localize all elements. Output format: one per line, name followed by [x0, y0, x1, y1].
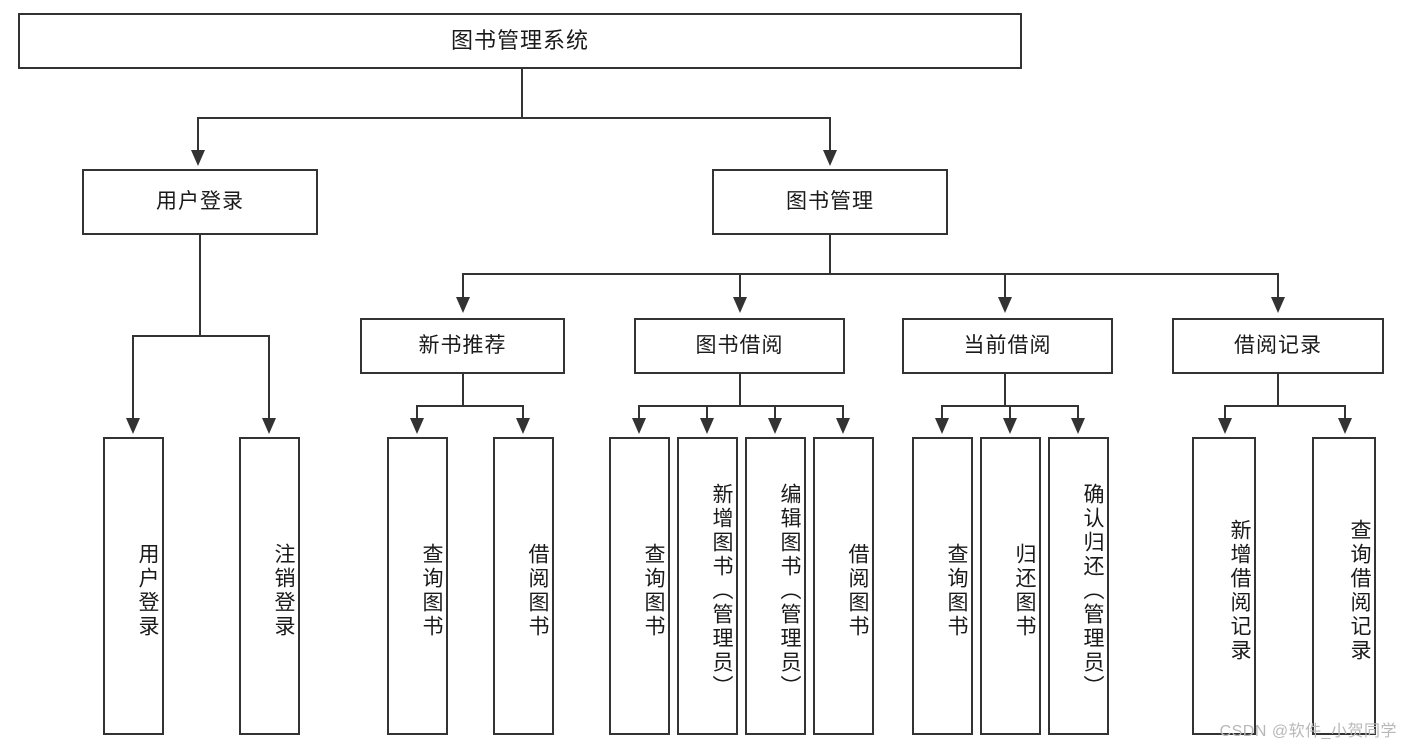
connector-borrow-record-bus: [1224, 405, 1346, 407]
arrow-current-borrow-leaf-3: [1071, 418, 1085, 434]
connector-book-manage-stem: [829, 235, 831, 274]
arrow-new-book-leaf-2: [516, 418, 530, 434]
connector-to-borrow-record: [1277, 273, 1279, 302]
connector-new-book-drop-1: [416, 405, 418, 421]
node-current-borrow[interactable]: 当前借阅: [902, 318, 1113, 374]
arrow-current-borrow-leaf-1: [935, 418, 949, 434]
connector-user-login-drop-1: [132, 335, 134, 420]
leaf-user-login-login[interactable]: 用户登录: [103, 437, 164, 735]
connector-to-current-borrow: [1004, 273, 1006, 302]
connector-new-book-bus: [416, 405, 524, 407]
arrow-to-current-borrow: [998, 297, 1012, 313]
connector-user-login-stem: [199, 235, 201, 336]
leaf-current-borrow-return-book[interactable]: 归还图书: [980, 437, 1041, 735]
connector-root-stem: [521, 69, 523, 118]
connector-book-borrow-drop-2: [706, 405, 708, 421]
arrow-current-borrow-leaf-2: [1003, 418, 1017, 434]
connector-borrow-record-drop-2: [1344, 405, 1346, 421]
arrow-user-login-leaf-1: [126, 418, 140, 434]
connector-level2-bus: [197, 117, 831, 119]
leaf-book-borrow-borrow-book[interactable]: 借阅图书: [813, 437, 874, 735]
arrow-to-book-borrow: [733, 297, 747, 313]
connector-borrow-record-drop-1: [1224, 405, 1226, 421]
arrow-to-borrow-record: [1271, 297, 1285, 313]
connector-user-login-drop-2: [268, 335, 270, 420]
connector-to-user-login: [197, 117, 199, 152]
leaf-borrow-record-query-record[interactable]: 查询借阅记录: [1312, 437, 1376, 735]
connector-current-borrow-drop-2: [1009, 405, 1011, 421]
arrow-book-borrow-leaf-4: [836, 418, 850, 434]
node-root-system[interactable]: 图书管理系统: [18, 13, 1022, 69]
connector-borrow-record-stem: [1277, 374, 1279, 406]
leaf-book-borrow-query-book[interactable]: 查询图书: [609, 437, 670, 735]
leaf-current-borrow-confirm-return-admin[interactable]: 确认归还（管理员）: [1048, 437, 1109, 735]
leaf-new-book-query-book[interactable]: 查询图书: [387, 437, 448, 735]
arrow-book-borrow-leaf-3: [768, 418, 782, 434]
arrow-book-borrow-leaf-2: [700, 418, 714, 434]
arrow-borrow-record-leaf-2: [1338, 418, 1352, 434]
connector-book-borrow-drop-3: [774, 405, 776, 421]
connector-book-borrow-bus: [638, 405, 844, 407]
leaf-borrow-record-add-record[interactable]: 新增借阅记录: [1192, 437, 1256, 735]
arrow-borrow-record-leaf-1: [1218, 418, 1232, 434]
node-book-borrow[interactable]: 图书借阅: [634, 318, 845, 374]
connector-current-borrow-drop-1: [941, 405, 943, 421]
connector-book-borrow-drop-4: [842, 405, 844, 421]
arrow-to-book-manage: [823, 150, 837, 166]
connector-to-book-borrow: [739, 273, 741, 302]
leaf-new-book-borrow-book[interactable]: 借阅图书: [493, 437, 554, 735]
connector-to-new-book: [462, 273, 464, 302]
connector-level3-bus: [462, 273, 1278, 275]
connector-new-book-stem: [462, 374, 464, 406]
leaf-book-borrow-add-book-admin[interactable]: 新增图书（管理员）: [677, 437, 738, 735]
leaf-user-login-logout[interactable]: 注销登录: [239, 437, 300, 735]
node-borrow-record[interactable]: 借阅记录: [1172, 318, 1384, 374]
arrow-new-book-leaf-1: [410, 418, 424, 434]
arrow-user-login-leaf-2: [262, 418, 276, 434]
connector-new-book-drop-2: [522, 405, 524, 421]
arrow-to-new-book: [456, 297, 470, 313]
leaf-current-borrow-query-book[interactable]: 查询图书: [912, 437, 973, 735]
connector-current-borrow-stem: [1004, 374, 1006, 406]
node-new-book-recommend[interactable]: 新书推荐: [360, 318, 565, 374]
connector-to-book-manage: [829, 117, 831, 152]
node-user-login[interactable]: 用户登录: [82, 169, 318, 235]
connector-user-login-bus: [132, 335, 269, 337]
connector-book-borrow-stem: [739, 374, 741, 406]
arrow-to-user-login: [191, 150, 205, 166]
leaf-book-borrow-edit-book-admin[interactable]: 编辑图书（管理员）: [745, 437, 806, 735]
connector-current-borrow-drop-3: [1077, 405, 1079, 421]
arrow-book-borrow-leaf-1: [632, 418, 646, 434]
node-book-manage[interactable]: 图书管理: [712, 169, 948, 235]
connector-book-borrow-drop-1: [638, 405, 640, 421]
